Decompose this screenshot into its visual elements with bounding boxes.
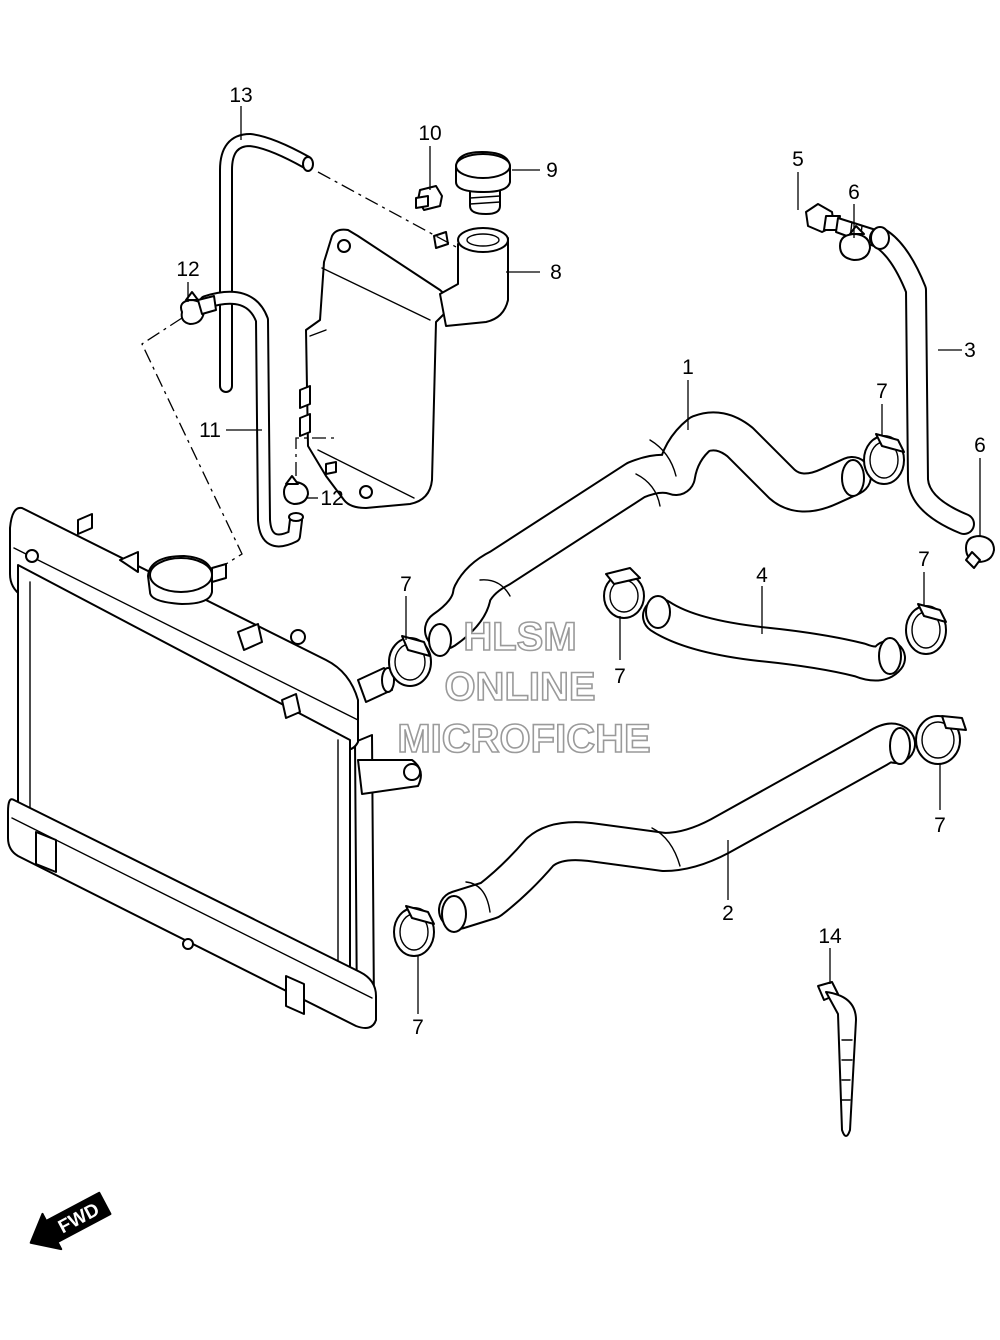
clamp-7-c (603, 567, 645, 619)
callout-4: 4 (756, 564, 768, 587)
hose-4 (642, 595, 906, 682)
callout-3: 3 (964, 339, 976, 362)
callout-10: 10 (418, 122, 441, 145)
callout-5: 5 (792, 148, 804, 171)
hose-2 (438, 722, 916, 933)
fwd-arrow: FWD (29, 1191, 112, 1251)
reservoir-tank (299, 227, 509, 509)
callout-13: 13 (229, 84, 252, 107)
clamp-7-a (863, 433, 905, 485)
clamp-7-e (915, 715, 967, 765)
callout-7-c: 7 (614, 665, 626, 688)
reservoir-cap (455, 151, 511, 215)
callout-numbers: 13 10 9 8 12 11 12 5 6 3 6 1 7 4 7 7 7 7… (176, 84, 986, 1039)
callout-12-upper: 12 (176, 258, 199, 281)
callout-1: 1 (682, 356, 694, 379)
callout-2: 2 (722, 902, 734, 925)
callout-6-upper: 6 (848, 181, 860, 204)
callout-8: 8 (550, 261, 562, 284)
callout-7-a: 7 (876, 380, 888, 403)
callout-7-d: 7 (918, 548, 930, 571)
clamp-6-lower (965, 535, 995, 569)
clamp-7-f (393, 905, 435, 957)
callout-7-b: 7 (400, 573, 412, 596)
leader-lines (187, 106, 981, 1014)
watermark-line-3: MICROFICHE (397, 717, 650, 761)
bolt-10 (415, 185, 443, 211)
callout-14: 14 (818, 925, 842, 948)
callout-9: 9 (546, 159, 558, 182)
hose-3 (869, 226, 975, 535)
overflow-hose (219, 133, 314, 393)
assembly-lines (141, 171, 459, 565)
callout-12-lower: 12 (320, 487, 343, 510)
cable-tie (817, 981, 857, 1137)
breather-hose (199, 290, 304, 548)
callout-7-f: 7 (412, 1016, 424, 1039)
watermark: HLSM ONLINE MICROFICHE (397, 614, 652, 762)
hose-1 (424, 411, 872, 657)
clamp-7-d (905, 603, 947, 655)
callout-11: 11 (199, 419, 221, 442)
fwd-arrow-icon (29, 1191, 112, 1251)
hose-clip-lower (283, 475, 309, 505)
clamp-7-b (388, 635, 432, 687)
watermark-line-2: ONLINE (444, 665, 595, 709)
watermark-line-1: HLSM (463, 615, 576, 659)
callout-7-e: 7 (934, 814, 946, 837)
hose-clip-upper (180, 291, 217, 325)
radiator (7, 506, 422, 1029)
callout-6-lower: 6 (974, 434, 986, 457)
